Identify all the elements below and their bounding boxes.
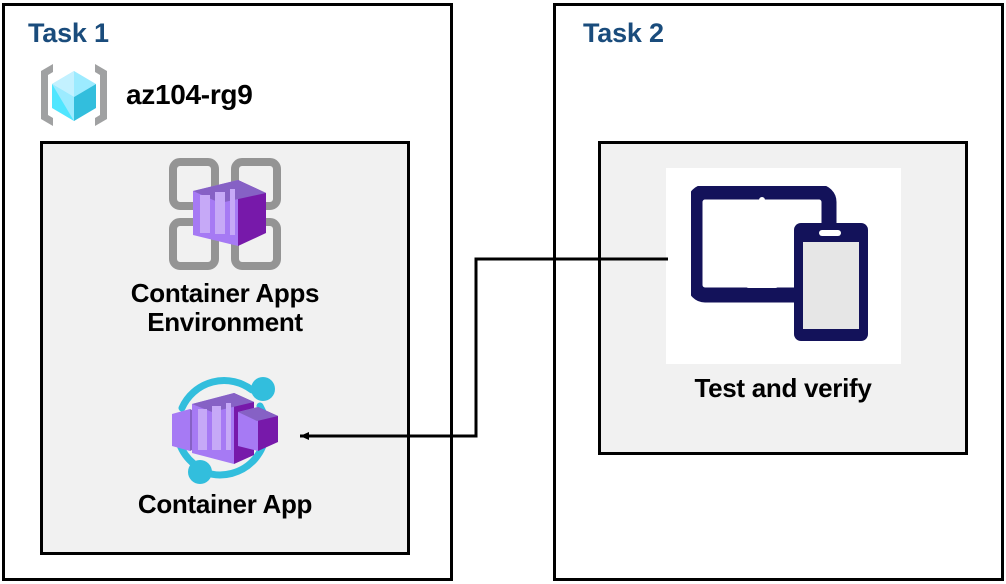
node-label-container-apps-environment: Container Apps Environment (130, 278, 320, 338)
resource-group-icon (41, 64, 107, 126)
node-container-apps-environment[interactable]: Container Apps Environment (70, 155, 380, 337)
task-2-title: Task 2 (583, 18, 664, 48)
test-devices-icon (690, 186, 868, 341)
container-app-icon (172, 377, 278, 484)
node-label-container-app: Container App (137, 489, 313, 519)
resource-group-label: az104-rg9 (126, 79, 253, 110)
node-test-and-verify[interactable]: Test and verify (655, 168, 911, 403)
container-apps-environment-icon (169, 158, 281, 270)
node-label-test-and-verify: Test and verify (694, 373, 872, 403)
node-container-app[interactable]: Container App (70, 368, 380, 519)
task-1-title: Task 1 (28, 18, 109, 48)
test-devices-icon-backdrop (665, 168, 901, 364)
resource-group-row: az104-rg9 (36, 60, 253, 130)
